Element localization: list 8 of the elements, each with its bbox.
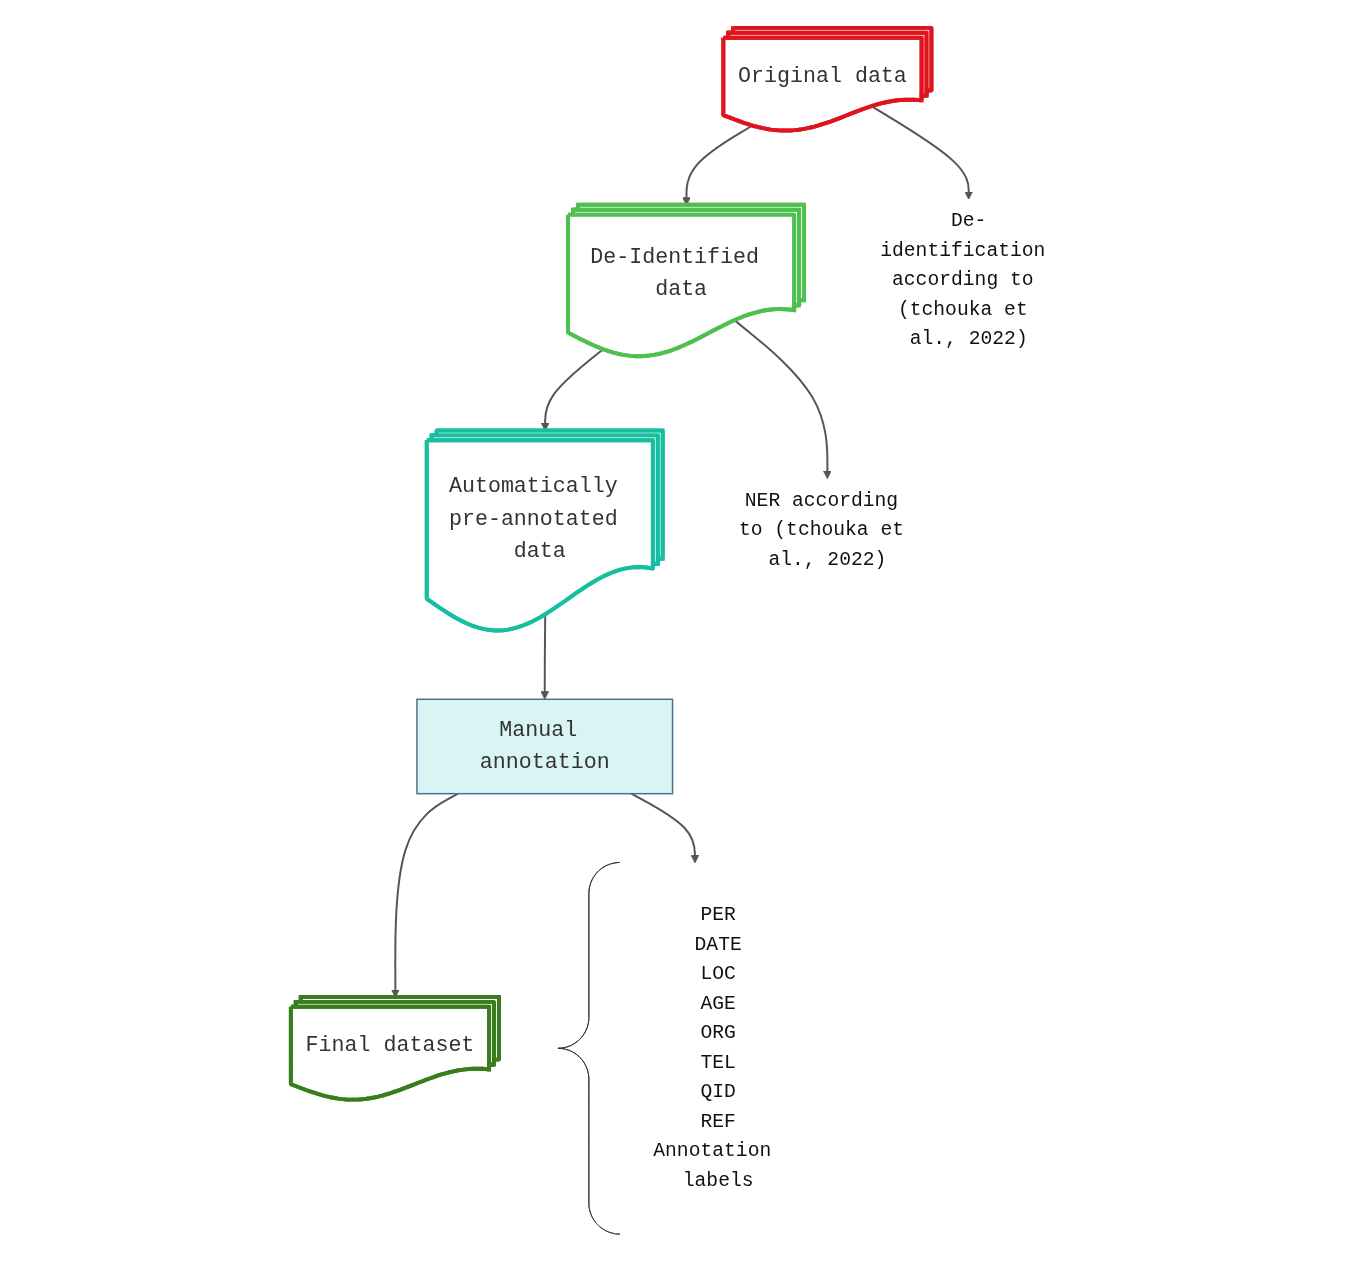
node-text: NER according to (tchouka et al., 2022) bbox=[738, 489, 904, 571]
arrow bbox=[871, 105, 973, 200]
node-text: De-identification according to (tchouka et al., 2022) bbox=[880, 209, 1046, 351]
node-box: Manual annotation bbox=[416, 698, 674, 795]
node-text: PER DATE LOC AGE ORG TEL QID REF Annotation labels bbox=[653, 903, 772, 1192]
arrow bbox=[540, 614, 549, 700]
arrow bbox=[733, 319, 832, 480]
arrow bbox=[630, 792, 700, 864]
